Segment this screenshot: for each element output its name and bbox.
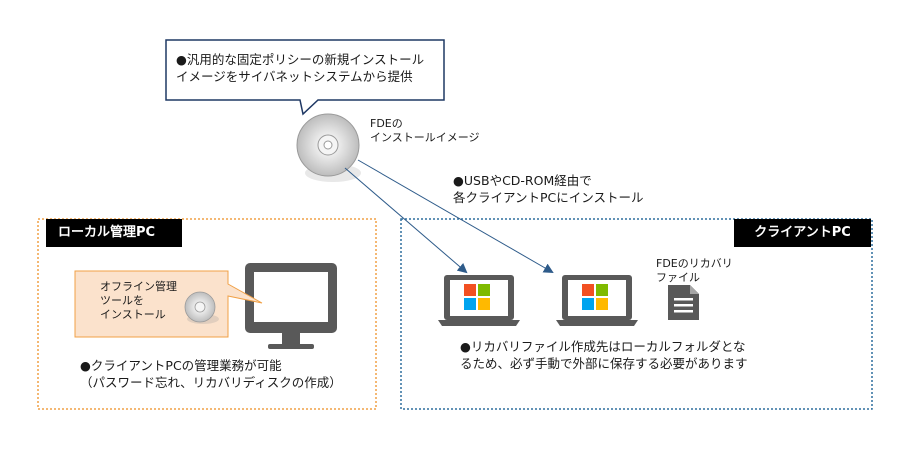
callout-line-1: ●汎用的な固定ポリシーの新規インストール bbox=[176, 52, 425, 67]
callout-box bbox=[165, 39, 445, 116]
local-panel-note: ●クライアントPCの管理業務が可能 （パスワード忘れ、リカバリディスクの作成） bbox=[80, 357, 342, 391]
recovery-file-label: FDEのリカバリ ファイル bbox=[656, 257, 733, 285]
disc-label-line-2: インストールイメージ bbox=[370, 131, 480, 144]
laptop-icon-2 bbox=[556, 275, 638, 326]
callout-text: ●汎用的な固定ポリシーの新規インストール イメージをサイバネットシステムから提供 bbox=[176, 51, 424, 85]
local-note-line-2: （パスワード忘れ、リカバリディスクの作成） bbox=[80, 375, 342, 390]
tool-box-line-3: インストール bbox=[100, 308, 166, 321]
disc-label: FDEの インストールイメージ bbox=[370, 117, 480, 145]
tool-box-line-1: オフライン管理 bbox=[100, 280, 177, 293]
disc-label-line-1: FDEの bbox=[370, 117, 403, 130]
tool-box-line-2: ツールを bbox=[100, 294, 144, 307]
laptop-icon-1 bbox=[438, 275, 520, 326]
client-panel-title: クライアントPC bbox=[734, 219, 871, 247]
callout-line-2: イメージをサイバネットシステムから提供 bbox=[176, 69, 413, 84]
document-icon bbox=[668, 285, 699, 320]
small-disc-icon bbox=[184, 291, 219, 324]
install-note: ●USBやCD-ROM経由で 各クライアントPCにインストール bbox=[453, 172, 644, 206]
client-note-line-1: ●リカバリファイル作成先はローカルフォルダとな bbox=[460, 339, 746, 354]
local-panel-border bbox=[37, 218, 377, 410]
monitor-icon bbox=[245, 263, 337, 349]
install-note-line-2: 各クライアントPCにインストール bbox=[453, 190, 644, 205]
tool-box-text: オフライン管理 ツールを インストール bbox=[100, 280, 177, 322]
install-arrow-2 bbox=[357, 159, 554, 273]
recovery-file-line-2: ファイル bbox=[656, 271, 700, 284]
client-panel-border bbox=[400, 218, 873, 410]
disc-icon bbox=[296, 113, 361, 182]
local-note-line-1: ●クライアントPCの管理業務が可能 bbox=[80, 358, 282, 373]
install-note-line-1: ●USBやCD-ROM経由で bbox=[453, 173, 592, 188]
install-arrow-1 bbox=[344, 167, 468, 274]
client-note-line-2: るため、必ず手動で外部に保存する必要があります bbox=[460, 356, 748, 371]
client-panel-note: ●リカバリファイル作成先はローカルフォルダとな るため、必ず手動で外部に保存する… bbox=[460, 338, 748, 372]
local-panel-title: ローカル管理PC bbox=[46, 219, 182, 247]
recovery-file-line-1: FDEのリカバリ bbox=[656, 257, 733, 270]
